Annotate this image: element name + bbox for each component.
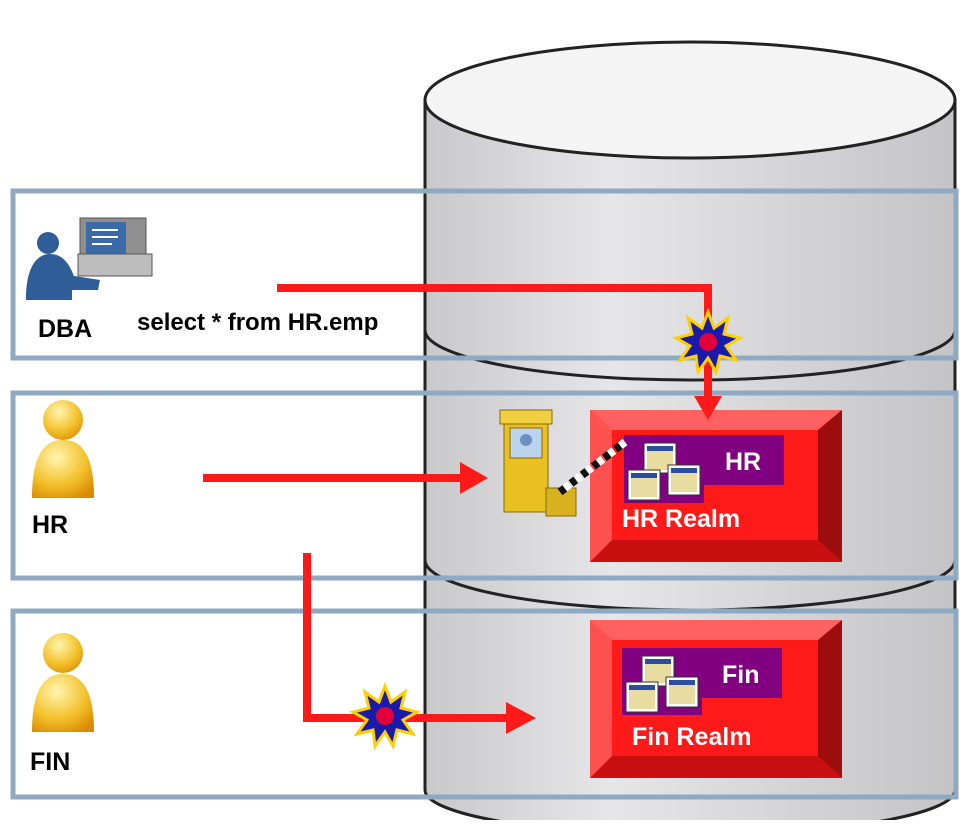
dba-label: DBA	[38, 315, 92, 343]
fin-band	[10, 608, 959, 800]
tables-icon	[625, 655, 699, 713]
security-guard-icon	[499, 409, 628, 517]
hr-label: HR	[32, 511, 68, 539]
fin-schema-label: Fin	[722, 661, 760, 689]
blocked-burst-center	[699, 333, 717, 351]
hr-to-fin-arrow	[303, 553, 510, 722]
hr-realm-label: HR Realm	[622, 505, 740, 533]
hr-user-icon	[32, 400, 94, 498]
dba-access-arrow	[277, 284, 712, 398]
dba-band	[10, 188, 959, 361]
dba-computer-icon	[26, 217, 153, 300]
hr-realm: HR HR Realm	[590, 410, 842, 562]
query-text: select * from HR.emp	[137, 309, 378, 336]
fin-arrowhead	[506, 702, 536, 734]
blocked-burst-center	[376, 707, 394, 725]
hr-band	[10, 390, 959, 581]
fin-user-icon	[32, 633, 94, 732]
fin-realm-label: Fin Realm	[632, 723, 751, 751]
hr-schema-label: HR	[725, 448, 761, 476]
fin-label: FIN	[30, 748, 70, 776]
fin-realm: Fin Fin Realm	[590, 620, 842, 778]
dba-arrowhead	[694, 396, 722, 420]
tables-icon	[627, 442, 701, 501]
hr-arrowhead	[460, 462, 488, 494]
